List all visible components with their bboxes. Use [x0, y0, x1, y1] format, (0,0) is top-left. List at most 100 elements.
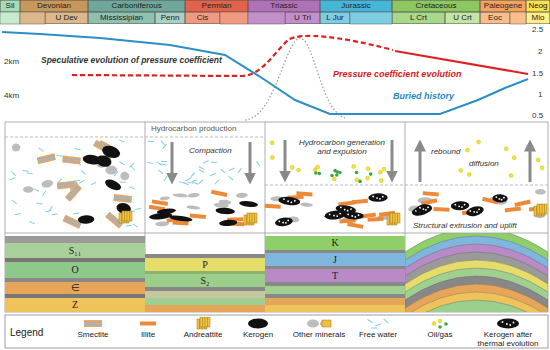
stratum-code: P [202, 260, 208, 270]
dashed-level [5, 137, 265, 138]
grain-shape [537, 204, 547, 214]
legend-text: Other minerals [293, 330, 345, 339]
grain-shape [57, 183, 75, 185]
free-water [27, 173, 33, 174]
oil-droplet [270, 141, 274, 145]
period-name: Jurassic [341, 2, 370, 10]
grain-shape [478, 208, 480, 210]
free-water [199, 180, 203, 184]
timescale-cell: Mississipian [88, 12, 155, 24]
oil-droplet [459, 168, 463, 172]
grain-shape [422, 208, 424, 210]
smectite-grain [37, 153, 56, 164]
legend-text: Kerogen [243, 330, 273, 339]
legend-item: Illite [123, 317, 173, 339]
period-name: Sil [6, 2, 15, 10]
grain-shape [285, 222, 287, 224]
illite-grain [265, 204, 281, 209]
mineral-grain [236, 192, 248, 198]
axis-value: 1.5 [531, 70, 544, 79]
smectite-grain [65, 184, 82, 202]
oil-droplet [366, 176, 370, 180]
grain-shape [379, 198, 381, 200]
smectite-grain [63, 215, 82, 229]
free-water [9, 178, 15, 180]
period-name: Cretaceous [416, 2, 457, 10]
free-water [186, 178, 191, 181]
grain-shape [503, 197, 505, 199]
period-name: U Crt [453, 14, 472, 22]
grain-shape [473, 211, 475, 213]
period-name: Cis [197, 14, 209, 22]
folded-layer [405, 276, 548, 312]
stratum-code: S₂ [200, 276, 209, 286]
grain-shape [347, 210, 349, 212]
smectite-grain [62, 155, 81, 164]
grain-shape [469, 210, 471, 212]
timescale-cell: L Jur [320, 12, 350, 24]
kerogen-evolved [451, 201, 470, 211]
strata-band [145, 287, 265, 291]
oil-droplet [512, 156, 516, 160]
grain-shape [62, 155, 81, 164]
grain-shape [451, 201, 470, 211]
smectite-grain [84, 320, 102, 327]
stratum-band: P [145, 258, 265, 271]
compaction-arrow [391, 140, 394, 178]
free-water [29, 222, 35, 224]
grain-shape [425, 209, 427, 211]
grain-shape [84, 324, 102, 325]
free-water [367, 320, 372, 323]
grain-shape [57, 181, 76, 190]
annotation-label: Structural extrusion and uplift [412, 222, 518, 231]
legend-text: Andreattite [184, 330, 223, 339]
grain-shape [397, 213, 398, 223]
folded-layer [405, 236, 548, 312]
grain-shape [347, 213, 349, 215]
smectite-grain [113, 194, 132, 203]
free-water [75, 149, 81, 150]
period-name: L Crt [410, 14, 427, 22]
grain-shape [283, 198, 285, 200]
oil-droplet [382, 167, 386, 171]
folded-layer [405, 233, 548, 312]
grain-shape [38, 158, 56, 162]
mineral-grain [105, 166, 117, 175]
timescale-cell: Paleogene [480, 0, 526, 12]
gas-droplet [314, 171, 318, 175]
free-water [163, 144, 167, 148]
illite-grain [190, 213, 206, 219]
gas-droplet [369, 172, 373, 176]
oil-droplet [332, 177, 336, 181]
legend-text: Free water [359, 330, 397, 339]
stratum-code: K [331, 238, 338, 248]
andreattite-grain [387, 213, 400, 225]
mineral-grain [535, 189, 546, 195]
timescale-cell: Cretaceous [392, 0, 480, 12]
free-water [229, 176, 234, 180]
free-water [215, 179, 219, 183]
free-water [12, 200, 17, 204]
free-water [211, 162, 217, 163]
folded-layer [405, 268, 548, 312]
strata-band [265, 305, 405, 312]
free-water [126, 225, 132, 227]
kerogen-evolved [368, 193, 388, 202]
compaction-arrow [171, 142, 174, 180]
free-water [384, 319, 389, 323]
gas-droplet [358, 180, 362, 184]
free-water [39, 148, 44, 152]
grain-shape [62, 160, 80, 162]
grain-shape [497, 319, 519, 329]
axis-value: 2 [537, 48, 543, 57]
oil-droplet [509, 174, 513, 178]
timescale-cell: U Crt [445, 12, 480, 24]
kerogen-grain [215, 207, 235, 215]
gas-droplet [318, 172, 322, 176]
compaction-arrow [249, 142, 252, 180]
timescale-cell: U Dev [45, 12, 88, 24]
kerogen-grain [149, 212, 173, 221]
period-name: Carboniferous [111, 2, 161, 10]
legend-item: Kerogen [233, 317, 283, 339]
legend-swatch [494, 317, 522, 330]
